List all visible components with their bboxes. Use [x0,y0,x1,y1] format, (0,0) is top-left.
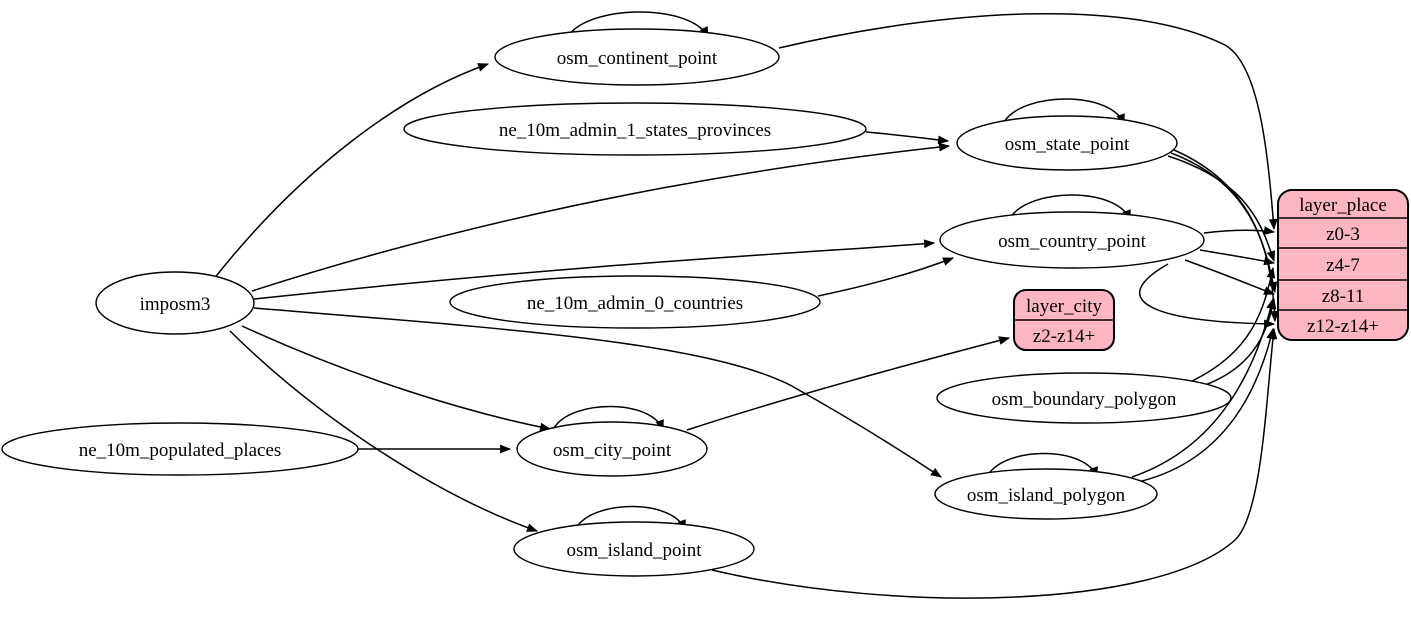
edge-osm_country_point-layer_place-z0-3 [1203,226,1276,236]
edge-imposm3-osm_island_polygon [253,307,942,478]
edge-imposm3-osm_continent_point [212,63,490,281]
edge-osm_boundary_polygon-layer_place-z8-11 [1204,297,1277,386]
node-osm-country-point: osm_country_point [939,211,1205,269]
edge-osm_country_point-layer_place-z12-z14 [1138,263,1276,329]
node-osm-continent-point-shape [494,28,780,86]
node-imposm3-shape [95,271,255,335]
node-ne-10m-admin-1-states-provinces-shape [403,102,867,156]
edge-osm_island_point-layer_place-z12-z14 [711,327,1278,599]
edge-osm_country_point-layer_place-z8-11 [1184,259,1276,295]
node-layer-place-shape [1277,189,1409,341]
edge-imposm3-osm_island_point [229,330,539,532]
edge-selfloop-osm_city_point [553,405,664,432]
node-ne-10m-admin-0-countries: ne_10m_admin_0_countries [449,275,821,329]
node-osm-island-point-shape [513,521,755,577]
edge-osm_boundary_polygon-layer_place-z4-7 [1191,266,1276,382]
node-layer-place: layer_place z0-3 z4-7 z8-11 z12-z14+ [1277,189,1409,341]
edge-ne_10m_admin_0_countries-osm_country_point [817,257,955,297]
edge-osm_state_point-layer_place-z4-7 [1167,155,1276,263]
node-osm-boundary-polygon-label: osm_boundary_polygon [992,389,1177,410]
node-ne-10m-admin-1-states-provinces: ne_10m_admin_1_states_provinces [403,102,867,156]
node-ne-10m-populated-places-label: ne_10m_populated_places [79,440,282,461]
node-osm-island-polygon-label: osm_island_polygon [967,485,1126,506]
node-osm-state-point-shape [956,115,1178,171]
node-osm-country-point-label: osm_country_point [998,231,1146,252]
node-osm-state-point: osm_state_point [956,115,1178,171]
node-osm-country-point-shape [939,211,1205,269]
layer-city-row-z2-z14: z2-z14+ [1033,326,1095,347]
edge-osm_continent_point-layer_place-z0-3 [778,12,1278,231]
edge-osm_city_point-layer_city-z2-z14 [686,336,1011,431]
node-osm-city-point-label: osm_city_point [553,440,672,461]
layer-place-row-z0-3: z0-3 [1326,224,1360,245]
node-imposm3-label: imposm3 [140,294,211,315]
node-ne-10m-admin-0-countries-shape [449,275,821,329]
edge-osm_country_point-layer_place-z4-7 [1199,249,1276,266]
edge-selfloop-osm_island_point [575,505,686,532]
node-imposm3: imposm3 [95,271,255,335]
node-layer-city: layer_city z2-z14+ [1013,289,1115,351]
edge-selfloop-osm_continent_point [568,11,709,38]
layer-place-row-z12-z14: z12-z14+ [1307,316,1379,337]
node-osm-state-point-label: osm_state_point [1005,134,1130,155]
node-osm-city-point-shape [516,421,708,477]
node-osm-island-polygon: osm_island_polygon [934,468,1158,520]
node-osm-continent-point: osm_continent_point [494,28,780,86]
node-osm-island-polygon-shape [934,468,1158,520]
layer-place-row-z4-7: z4-7 [1326,255,1360,276]
edge-selfloop-osm_state_point [1003,98,1125,126]
node-osm-island-point: osm_island_point [513,521,755,577]
node-ne-10m-populated-places: ne_10m_populated_places [1,422,359,476]
edge-ne_10m_admin_1_states_provinces-osm_state_point [865,131,950,145]
node-ne-10m-admin-0-countries-label: ne_10m_admin_0_countries [527,293,743,314]
node-osm-island-point-label: osm_island_point [566,540,702,561]
node-osm-boundary-polygon: osm_boundary_polygon [936,372,1232,424]
edge-imposm3-osm_country_point [253,239,936,300]
node-ne-10m-populated-places-shape [1,422,359,476]
edge-osm_island_polygon-layer_place-z8-11 [1131,297,1275,478]
edge-selfloop-osm_island_polygon [987,452,1098,479]
layer-place-title: layer_place [1299,195,1387,216]
edge-imposm3-osm_state_point [251,142,951,292]
layer-city-title: layer_city [1026,296,1102,317]
edge-osm_state_point-layer_place-z8-11 [1170,152,1278,294]
node-osm-continent-point-label: osm_continent_point [557,48,718,69]
edge-selfloop-osm_country_point [1009,194,1131,222]
layer-place-row-z8-11: z8-11 [1322,286,1365,307]
node-osm-boundary-polygon-shape [936,372,1232,424]
node-osm-city-point: osm_city_point [516,421,708,477]
edge-osm_island_polygon-layer_place-z12-z14 [1137,327,1275,483]
edge-imposm3-osm_city_point [241,325,552,432]
node-ne-10m-admin-1-states-provinces-label: ne_10m_admin_1_states_provinces [499,120,771,141]
